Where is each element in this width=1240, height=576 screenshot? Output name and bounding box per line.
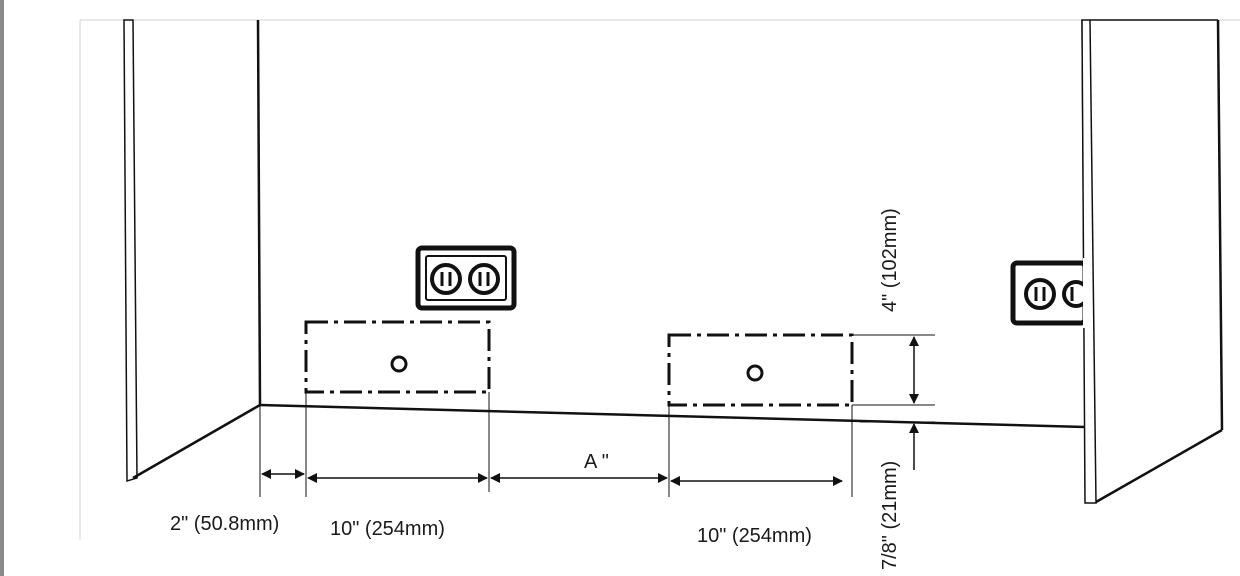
gap-label: A " [584,451,609,473]
left-box-width-label: 10" (254mm) [330,518,445,540]
left-side-panel [123,19,261,483]
panel-border [79,19,1240,540]
left-mounting-box [304,320,491,394]
right-mounting-box [667,333,854,407]
mounting-hole-icon [746,364,764,382]
extension-lines [259,334,935,497]
right-box-width-label: 10" (254mm) [697,525,812,547]
dimension-arrows [261,336,919,486]
duplex-outlet-icon [1010,258,1091,328]
floor-clearance-label: 7/8" (21mm) [879,461,901,570]
box-height-label: 4" (102mm) [879,208,901,312]
left-offset-label: 2" (50.8mm) [170,513,279,535]
duplex-outlet-icon [415,245,517,311]
mounting-hole-icon [390,355,408,373]
left-edge-rail [0,0,4,576]
right-side-panel [1081,19,1224,504]
back-wall [256,19,1086,429]
